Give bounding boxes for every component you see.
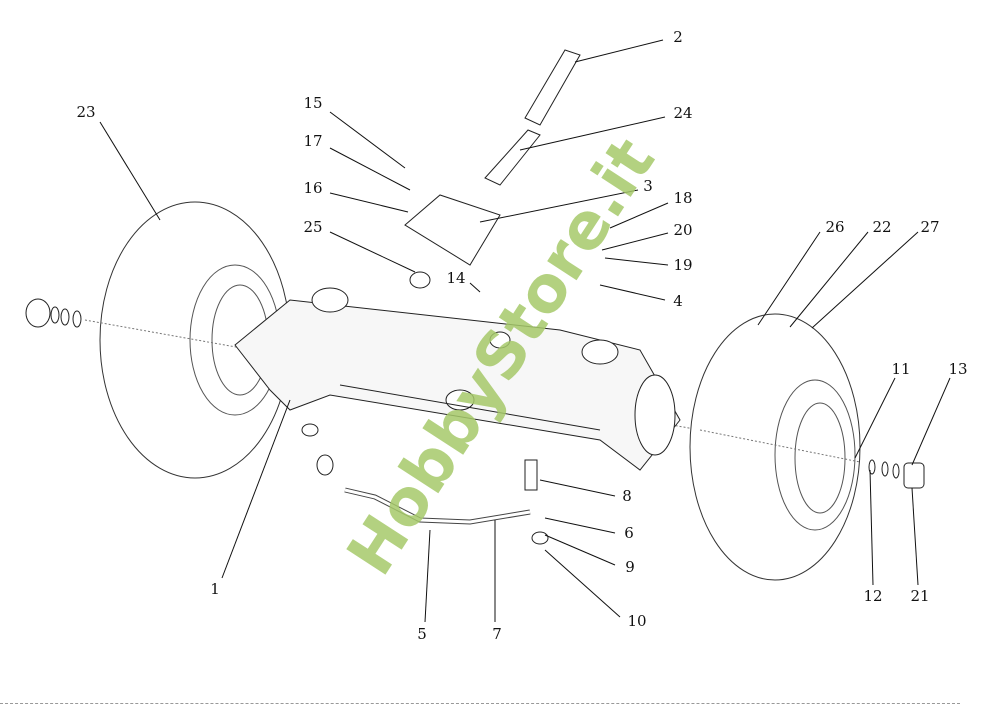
callout-9: 9 [625, 558, 635, 576]
callout-15: 15 [303, 94, 323, 112]
callout-24: 24 [673, 104, 693, 122]
callout-18: 18 [673, 189, 693, 207]
steering-shaft [484, 49, 581, 186]
callout-2: 2 [673, 28, 683, 46]
callout-17: 17 [303, 132, 323, 150]
callout-20: 20 [673, 221, 693, 239]
callout-5: 5 [417, 625, 427, 643]
callout-23: 23 [76, 103, 96, 121]
callout-22: 22 [872, 218, 892, 236]
callout-11: 11 [891, 360, 911, 378]
callout-16: 16 [303, 179, 323, 197]
callout-6: 6 [624, 524, 634, 542]
callout-7: 7 [492, 625, 502, 643]
right-wheel [689, 313, 925, 581]
callout-1: 1 [210, 580, 220, 598]
callout-3: 3 [643, 177, 653, 195]
callout-4: 4 [673, 292, 683, 310]
callout-13: 13 [948, 360, 968, 378]
mounting-plate [404, 194, 501, 266]
callout-26: 26 [825, 218, 845, 236]
callout-14: 14 [446, 269, 466, 287]
leader-lines [99, 39, 951, 623]
callout-27: 27 [920, 218, 940, 236]
bottom-divider [0, 703, 960, 704]
callout-21: 21 [910, 587, 930, 605]
callout-10: 10 [627, 612, 647, 630]
callout-12: 12 [863, 587, 883, 605]
callout-8: 8 [622, 487, 632, 505]
callout-19: 19 [673, 256, 693, 274]
transaxle [234, 287, 681, 471]
callout-25: 25 [303, 218, 323, 236]
